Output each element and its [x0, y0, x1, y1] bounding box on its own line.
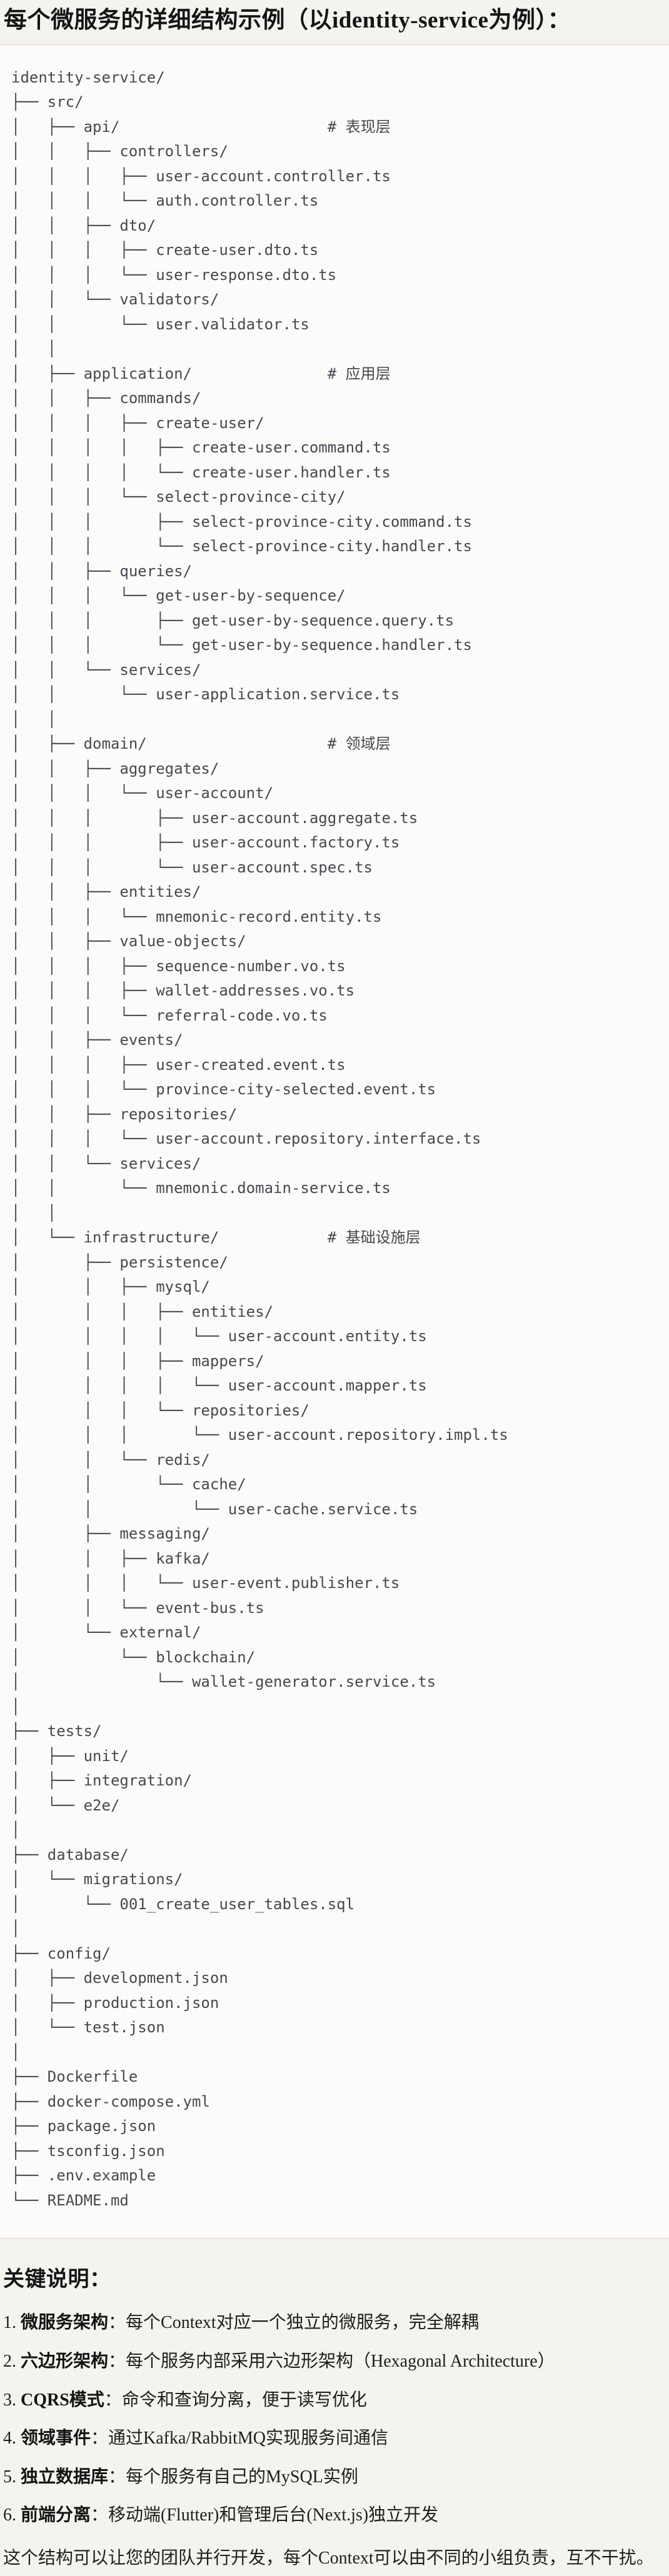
- item-number: 3.: [3, 2390, 16, 2410]
- item-description: 每个服务有自己的MySQL实例: [126, 2467, 358, 2487]
- code-block: identity-service/ ├── src/ │ ├── api/ # …: [0, 44, 669, 2239]
- item-description: 每个Context对应一个独立的微服务，完全解耦: [126, 2313, 479, 2333]
- item-number: 2.: [3, 2352, 16, 2372]
- directory-tree: identity-service/ ├── src/ │ ├── api/ # …: [11, 68, 508, 2209]
- item-colon: ：: [91, 2505, 109, 2525]
- item-number: 6.: [3, 2505, 16, 2525]
- item-number: 1.: [3, 2313, 16, 2333]
- closing-paragraph: 这个结构可以让您的团队并行开发，每个Context可以由不同的小组负责，互不干扰…: [3, 2549, 654, 2568]
- item-number: 5.: [3, 2467, 16, 2487]
- key-notes-heading: 关键说明：: [3, 2268, 111, 2292]
- item-term: CQRS模式: [21, 2390, 104, 2410]
- item-description: 每个服务内部采用六边形架构（Hexagonal Architecture）: [126, 2352, 555, 2372]
- list-item: 2.六边形架构：每个服务内部采用六边形架构（Hexagonal Architec…: [3, 2351, 664, 2372]
- item-term: 前端分离: [21, 2505, 91, 2525]
- key-notes-list: 1.微服务架构：每个Context对应一个独立的微服务，完全解耦 2.六边形架构…: [3, 2312, 664, 2526]
- item-description: 移动端(Flutter)和管理后台(Next.js)独立开发: [108, 2505, 439, 2525]
- item-colon: ：: [108, 2467, 126, 2487]
- item-colon: ：: [104, 2390, 122, 2410]
- item-description: 通过Kafka/RabbitMQ实现服务间通信: [108, 2429, 388, 2449]
- list-item: 5.独立数据库：每个服务有自己的MySQL实例: [3, 2467, 664, 2488]
- list-item: 3.CQRS模式：命令和查询分离，便于读写优化: [3, 2390, 664, 2411]
- item-number: 4.: [3, 2429, 16, 2449]
- item-term: 领域事件: [21, 2429, 91, 2449]
- item-colon: ：: [91, 2429, 109, 2449]
- page-title: 每个微服务的详细结构示例（以identity-service为例）：: [4, 7, 571, 33]
- item-term: 微服务架构: [21, 2313, 109, 2333]
- item-colon: ：: [108, 2313, 126, 2333]
- item-term: 独立数据库: [21, 2467, 109, 2487]
- list-item: 4.领域事件：通过Kafka/RabbitMQ实现服务间通信: [3, 2428, 664, 2449]
- list-item: 1.微服务架构：每个Context对应一个独立的微服务，完全解耦: [3, 2312, 664, 2334]
- item-description: 命令和查询分离，便于读写优化: [121, 2390, 367, 2410]
- list-item: 6.前端分离：移动端(Flutter)和管理后台(Next.js)独立开发: [3, 2505, 664, 2526]
- item-colon: ：: [108, 2352, 126, 2372]
- key-notes-section: 关键说明： 1.微服务架构：每个Context对应一个独立的微服务，完全解耦 2…: [0, 2262, 669, 2576]
- item-term: 六边形架构: [21, 2352, 109, 2372]
